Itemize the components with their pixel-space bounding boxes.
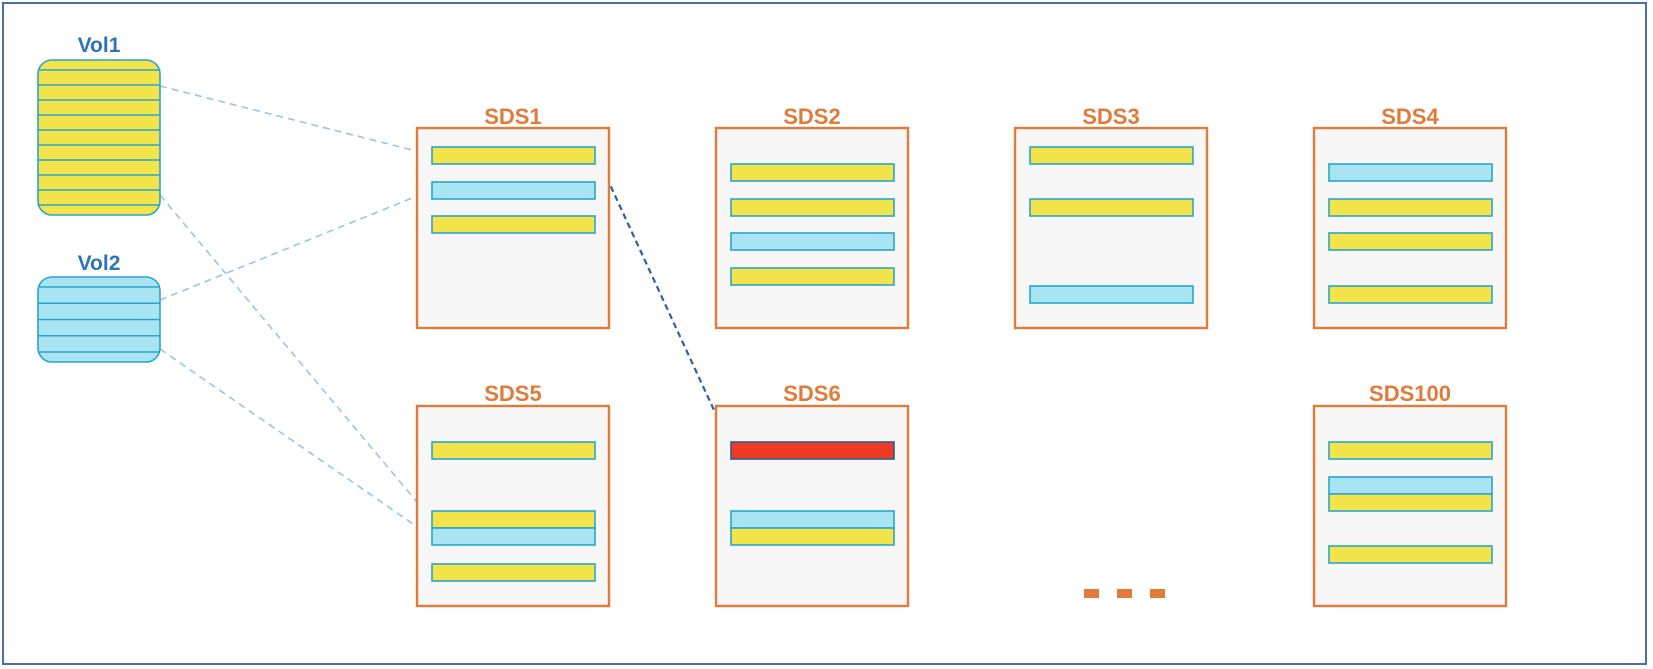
vol2-volume: Vol2 <box>37 252 161 363</box>
sds100-chunk-blue <box>1328 476 1493 495</box>
vol2-label: Vol2 <box>78 252 121 275</box>
sds100-chunk-yellow <box>1328 545 1493 564</box>
ellipsis-dot <box>1084 589 1099 598</box>
sds3-label: SDS3 <box>1082 104 1139 129</box>
sds5-chunk-yellow <box>431 441 596 460</box>
sds6-chunk-red <box>730 441 895 460</box>
sds3-chunk-yellow <box>1029 146 1194 165</box>
sds6-chunk-yellow <box>730 527 895 546</box>
sds2-chunk-yellow <box>730 267 895 286</box>
vol1-body <box>37 59 161 216</box>
sds4-chunk-yellow <box>1328 285 1493 304</box>
link-vol1-sds1 <box>159 85 433 156</box>
sds4-node: SDS4 <box>1312 104 1508 330</box>
ellipsis-dot <box>1117 589 1132 598</box>
link-sds1-sds6-rebuild <box>593 149 732 448</box>
sds6-box <box>714 404 910 608</box>
sds4-chunk-yellow <box>1328 232 1493 251</box>
sds2-chunk-yellow <box>730 198 895 217</box>
link-vol2-sds5 <box>159 348 433 538</box>
sds2-node: SDS2 <box>714 104 910 330</box>
ellipsis-more-nodes <box>1084 589 1165 598</box>
sds3-node: SDS3 <box>1013 104 1209 330</box>
sds5-node: SDS5 <box>415 381 611 608</box>
sds1-chunk-yellow <box>431 215 596 234</box>
sds2-chunk-yellow <box>730 163 895 182</box>
sds2-chunk-blue <box>730 232 895 251</box>
sds4-label: SDS4 <box>1381 104 1439 129</box>
sds100-label: SDS100 <box>1369 381 1451 406</box>
sds5-chunk-yellow <box>431 563 596 582</box>
sds5-chunk-yellow <box>431 510 596 529</box>
sds2-label: SDS2 <box>783 104 840 129</box>
sds1-chunk-yellow <box>431 146 596 165</box>
sds5-chunk-blue <box>431 527 596 546</box>
sds100-chunk-yellow <box>1328 493 1493 512</box>
sds100-chunk-yellow <box>1328 441 1493 460</box>
sds6-node: SDS6 <box>714 381 910 608</box>
links-layer <box>159 85 732 538</box>
sds3-chunk-blue <box>1029 285 1194 304</box>
ellipsis-dot <box>1150 589 1165 598</box>
link-vol1-sds5 <box>159 194 433 521</box>
sds1-label: SDS1 <box>484 104 541 129</box>
sds6-chunk-blue <box>730 510 895 529</box>
link-vol2-sds1 <box>159 189 433 301</box>
sds2-box <box>714 126 910 330</box>
sds3-chunk-yellow <box>1029 198 1194 217</box>
sds1-chunk-blue <box>431 181 596 200</box>
sds100-node: SDS100 <box>1312 381 1508 608</box>
sds1-node: SDS1 <box>415 104 611 330</box>
vol1-volume: Vol1 <box>37 34 161 216</box>
sds6-label: SDS6 <box>783 381 840 406</box>
sds4-chunk-yellow <box>1328 198 1493 217</box>
sds4-chunk-blue <box>1328 163 1493 182</box>
vol1-label: Vol1 <box>78 34 121 57</box>
misc-layer <box>1084 589 1165 598</box>
sds5-label: SDS5 <box>484 381 541 406</box>
